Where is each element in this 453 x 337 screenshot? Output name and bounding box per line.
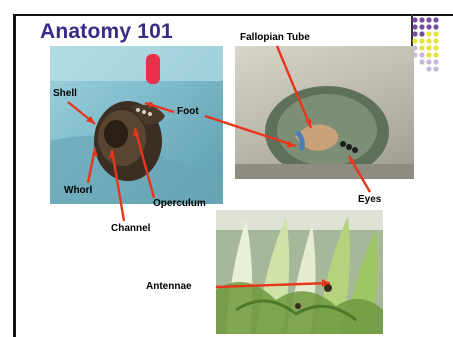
label-channel: Channel [111,223,150,234]
label-eyes: Eyes [358,194,381,205]
label-shell: Shell [53,88,77,99]
label-operculum: Operculum [153,198,206,209]
label-fallopian-tube: Fallopian Tube [240,32,310,43]
label-whorl: Whorl [64,185,92,196]
label-foot: Foot [177,106,199,117]
label-antennae: Antennae [146,281,192,292]
